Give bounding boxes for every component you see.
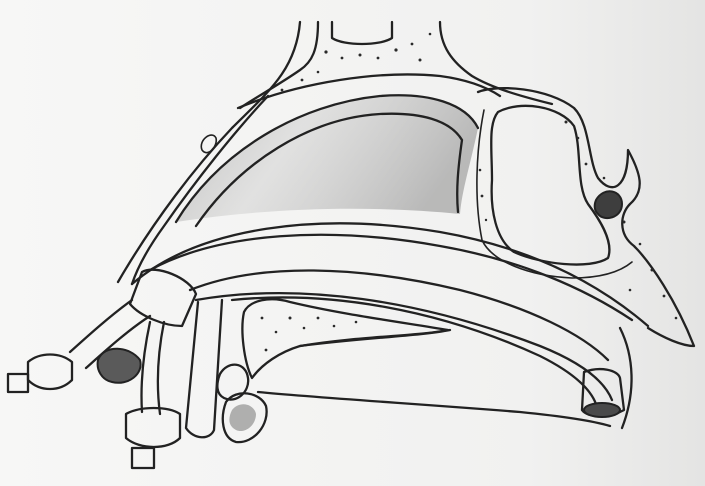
sinus-dark-spot (595, 191, 622, 218)
anterior-dark-ellipse (98, 349, 141, 383)
posterior-tube-opening (584, 403, 620, 417)
